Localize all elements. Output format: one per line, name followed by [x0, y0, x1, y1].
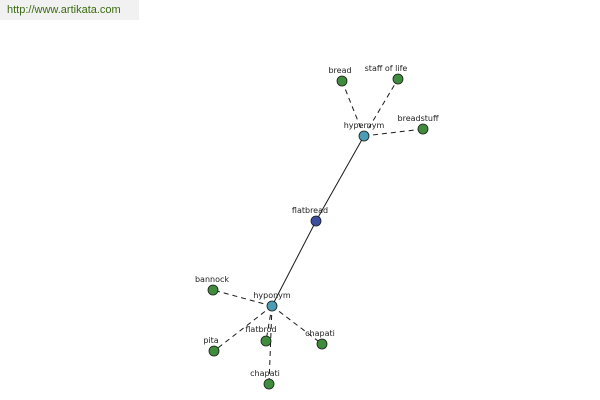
edge-hyponym-flatbrod — [265, 305, 273, 342]
edge-hypernym-staff-of-life — [363, 78, 399, 137]
edge-flatbread-hypernym — [315, 135, 365, 222]
node-label-staff-of-life: staff of life — [365, 64, 408, 73]
node-label-hypernym: hypernym — [344, 121, 385, 130]
node-label-hyponym: hyponym — [253, 291, 291, 300]
edges-layer — [212, 78, 424, 385]
edge-hyponym-chapati-1 — [271, 305, 323, 345]
node-label-chapati-1: chapati — [305, 329, 335, 338]
node-pita[interactable] — [208, 345, 220, 357]
edge-hyponym-pita — [213, 305, 273, 352]
node-label-bread: bread — [328, 66, 351, 75]
labels-layer: flatbread hypernym hyponym bread staff of li… — [195, 64, 439, 378]
edge-hypernym-bread — [341, 80, 365, 137]
source-url-watermark: http://www.artikata.com — [0, 0, 139, 20]
node-label-bannock: bannock — [195, 275, 229, 284]
edge-hyponym-bannock — [212, 289, 273, 307]
node-flatbrod[interactable] — [260, 335, 272, 347]
node-flatbread[interactable] — [310, 215, 322, 227]
edge-flatbread-hyponym — [271, 220, 317, 307]
node-hypernym[interactable] — [358, 130, 370, 142]
node-bread[interactable] — [336, 75, 348, 87]
node-label-flatbrod: flatbrod — [245, 325, 276, 334]
node-label-chapati-2: chapati — [250, 369, 280, 378]
node-label-flatbread: flatbread — [292, 206, 328, 215]
node-staff-of-life[interactable] — [392, 73, 404, 85]
node-label-pita: pita — [203, 336, 218, 345]
node-hyponym[interactable] — [266, 300, 278, 312]
node-chapati-2[interactable] — [263, 378, 275, 390]
node-bannock[interactable] — [207, 284, 219, 296]
node-label-breadstuff: breadstuff — [398, 114, 439, 123]
edge-hyponym-chapati-2 — [268, 305, 273, 385]
node-chapati-1[interactable] — [316, 338, 328, 350]
nodes-layer — [207, 73, 429, 390]
edge-hypernym-breadstuff — [363, 128, 424, 137]
node-breadstuff[interactable] — [417, 123, 429, 135]
